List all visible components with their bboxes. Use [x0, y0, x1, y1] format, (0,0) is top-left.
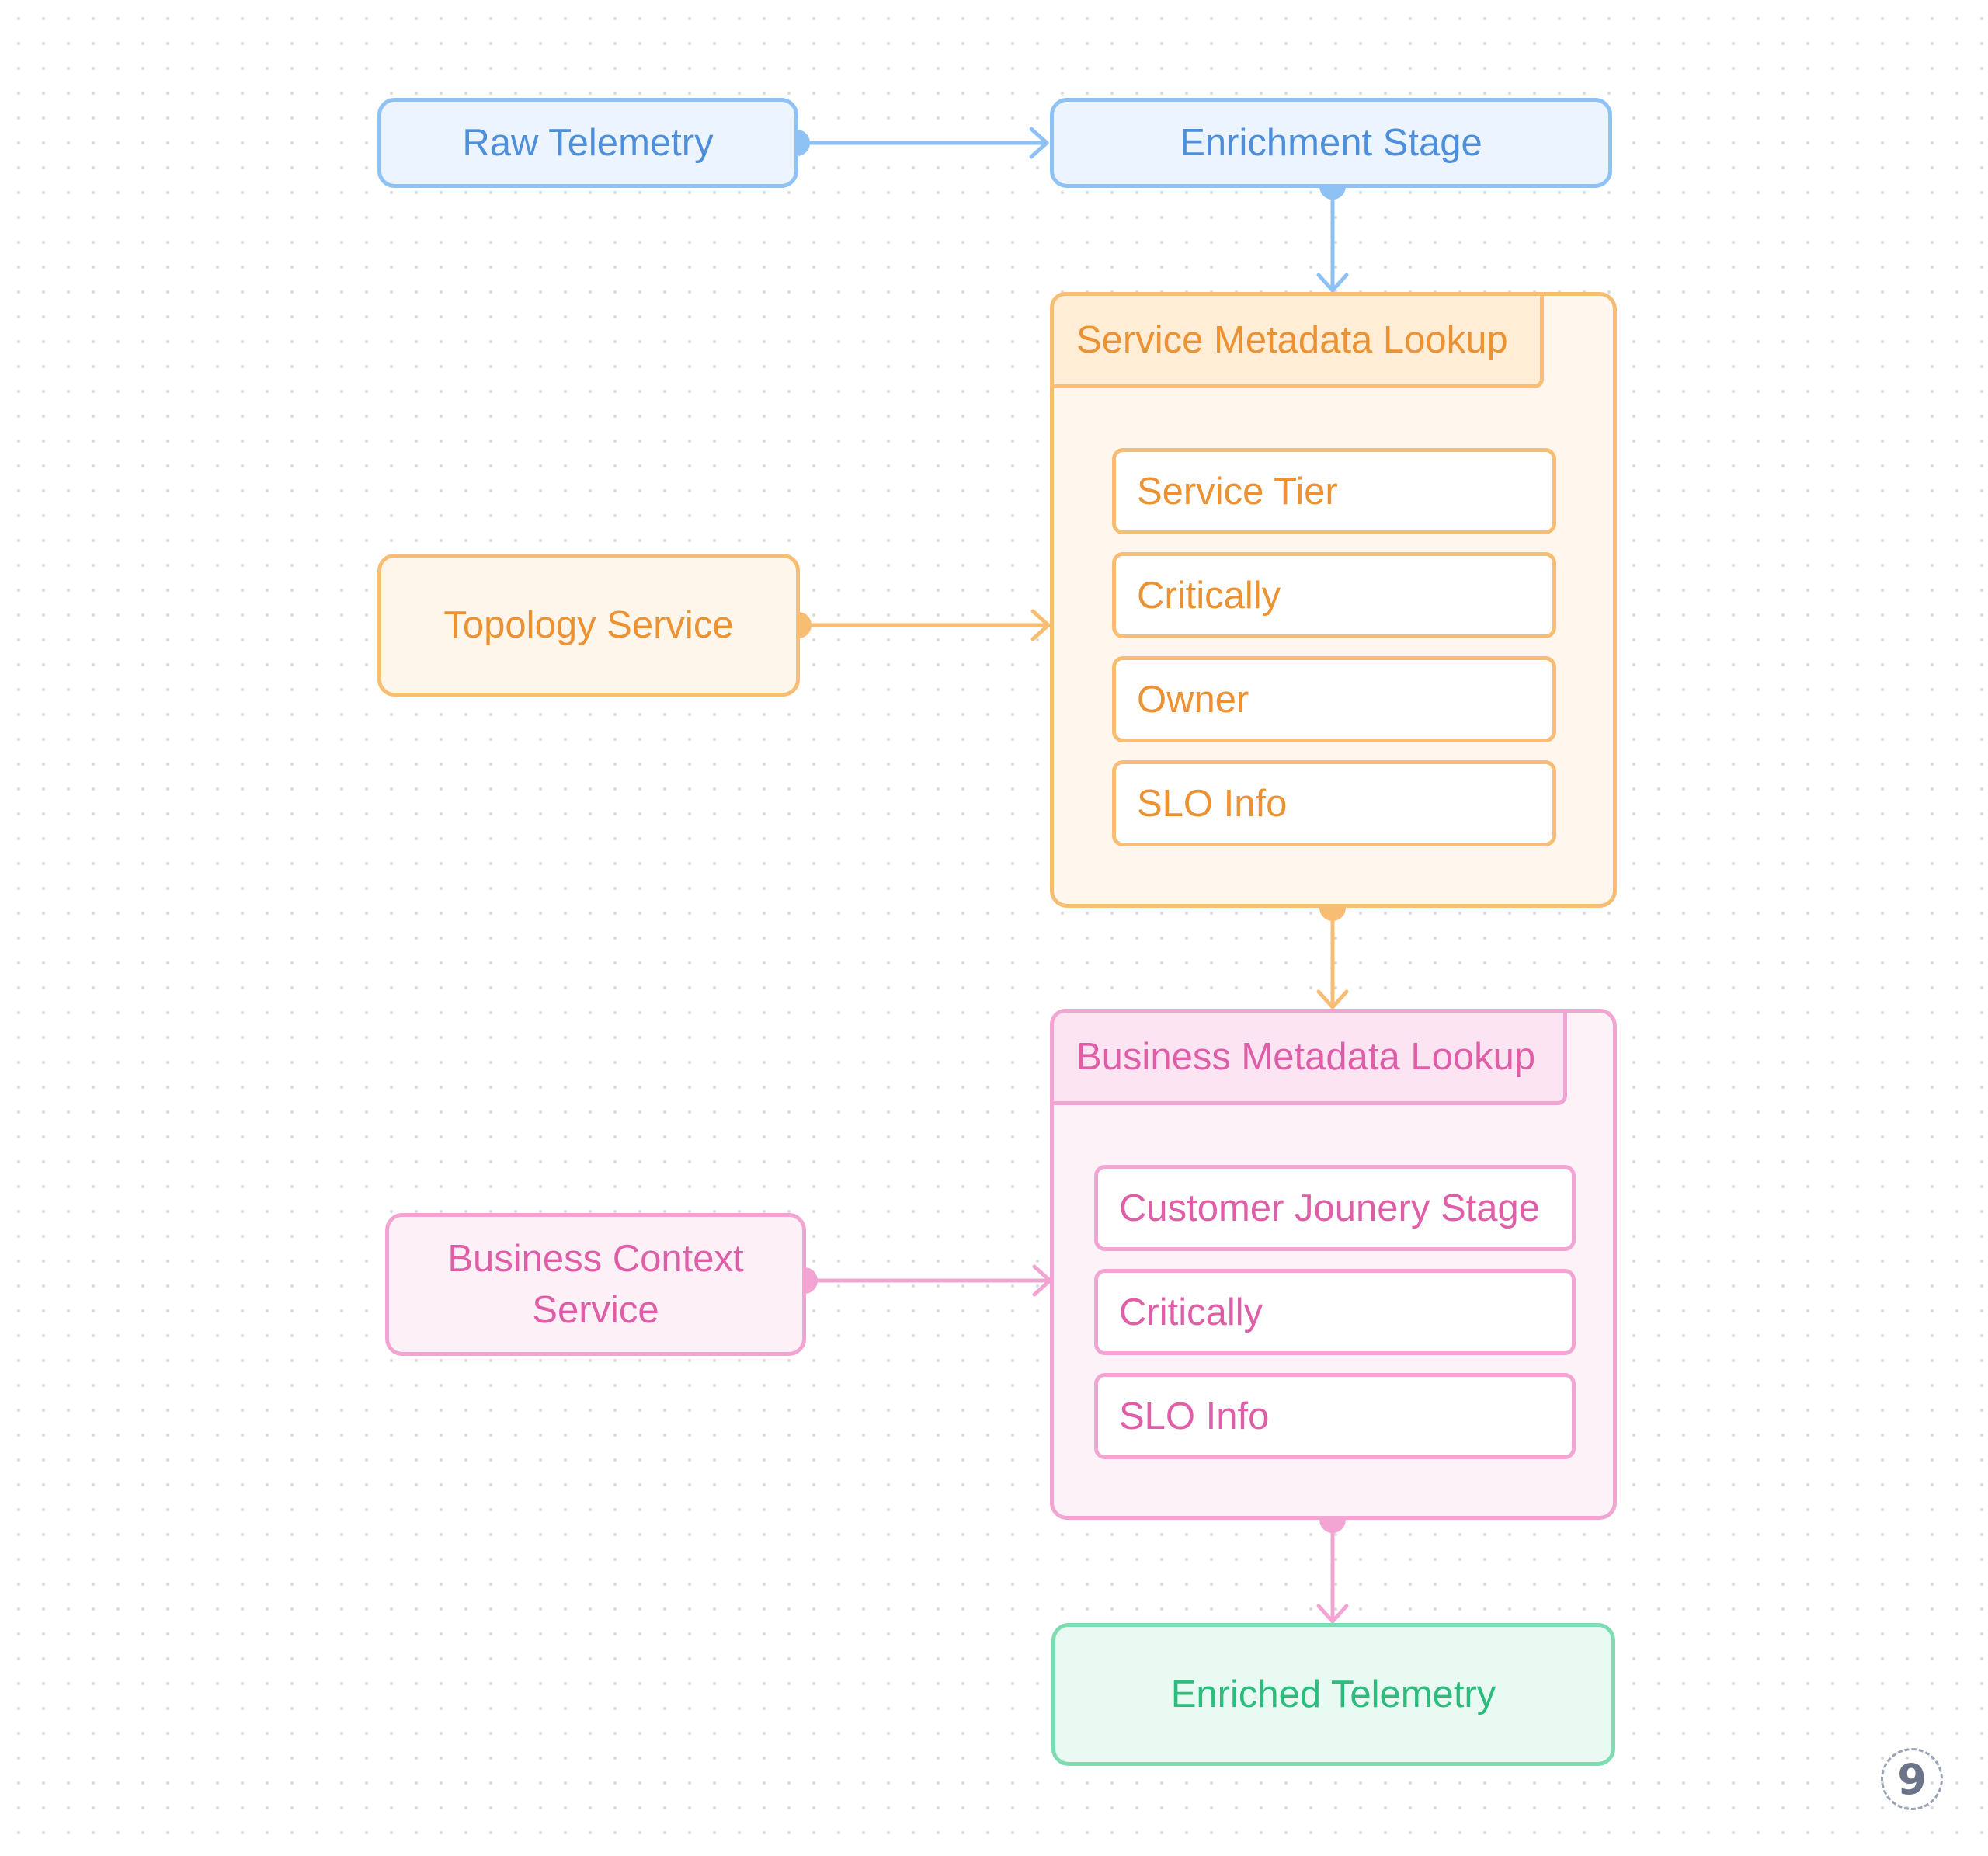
business-context-service-node[interactable]: Business Context Service — [385, 1213, 806, 1356]
edge-business-context-to-business-metadata — [802, 1264, 1052, 1297]
business-metadata-lookup-group[interactable]: Business Metadata Lookup Customer Jouner… — [1050, 1009, 1617, 1520]
raw-telemetry-node[interactable]: Raw Telemetry — [377, 98, 798, 188]
enrichment-stage-node[interactable]: Enrichment Stage — [1050, 98, 1612, 188]
service-tier-label: Service Tier — [1137, 470, 1338, 513]
edge-topology-to-service-metadata — [796, 609, 1051, 641]
slo-info-item[interactable]: SLO Info — [1112, 760, 1556, 846]
raw-telemetry-label: Raw Telemetry — [462, 121, 714, 164]
enriched-telemetry-label: Enriched Telemetry — [1170, 1673, 1496, 1715]
service-metadata-lookup-title-text: Service Metadata Lookup — [1076, 319, 1508, 361]
business-metadata-lookup-title-text: Business Metadata Lookup — [1076, 1036, 1536, 1078]
topology-service-label: Topology Service — [443, 603, 734, 646]
slo-info-item[interactable]: SLO Info — [1094, 1373, 1576, 1459]
edge-business-metadata-to-enriched — [1316, 1517, 1349, 1624]
service-metadata-lookup-title: Service Metadata Lookup — [1050, 292, 1544, 388]
topology-service-node[interactable]: Topology Service — [377, 554, 800, 697]
edge-service-to-business-metadata — [1316, 905, 1349, 1010]
service-tier-item[interactable]: Service Tier — [1112, 448, 1556, 534]
edge-raw-to-enrichment — [794, 127, 1049, 159]
business-context-service-label: Business Context Service — [447, 1237, 744, 1331]
critically-item[interactable]: Critically — [1112, 552, 1556, 638]
owner-label: Owner — [1137, 678, 1249, 721]
critically-item[interactable]: Critically — [1094, 1269, 1576, 1355]
enriched-telemetry-node[interactable]: Enriched Telemetry — [1051, 1623, 1615, 1766]
customer-journey-stage-label: Customer Jounery Stage — [1119, 1187, 1540, 1229]
customer-journey-stage-item[interactable]: Customer Jounery Stage — [1094, 1165, 1576, 1251]
owner-item[interactable]: Owner — [1112, 656, 1556, 742]
slo-info-label: SLO Info — [1119, 1395, 1270, 1437]
page-number-text: 9 — [1897, 1754, 1927, 1804]
service-metadata-lookup-group[interactable]: Service Metadata Lookup Service Tier Cri… — [1050, 292, 1617, 908]
critically-label: Critically — [1137, 574, 1281, 617]
enrichment-stage-label: Enrichment Stage — [1180, 121, 1482, 164]
slo-info-label: SLO Info — [1137, 782, 1288, 825]
edge-enrichment-to-service-metadata — [1316, 184, 1349, 293]
critically-label: Critically — [1119, 1291, 1263, 1333]
business-metadata-lookup-title: Business Metadata Lookup — [1050, 1009, 1567, 1105]
page-number-badge: 9 — [1881, 1748, 1943, 1810]
